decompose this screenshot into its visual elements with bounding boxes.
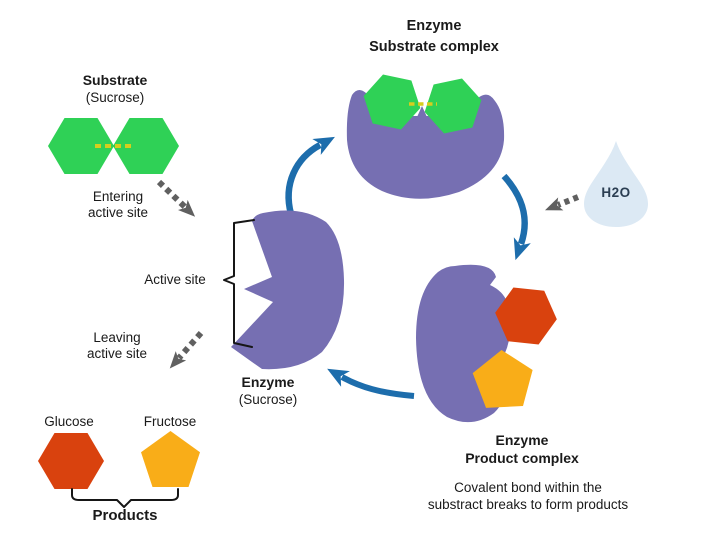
cycle-arrow-product-to-enzyme — [327, 368, 415, 399]
glucose-hexagon — [38, 433, 104, 489]
enzyme-product-complex-shape — [416, 264, 557, 423]
cycle-arrow-enzyme-to-complex — [285, 136, 335, 215]
entering-label-line2: active site — [87, 205, 149, 220]
leaving-arrow-icon — [169, 331, 204, 369]
product-fructose-pentagon — [472, 350, 533, 408]
enzyme-rim-wedge — [408, 106, 436, 137]
enzyme-substrate-complex-title-line1: Enzyme — [406, 18, 462, 34]
enzyme-product-complex-title-line2: Product complex — [465, 450, 579, 466]
substrate-hexagon-right — [113, 118, 179, 174]
product-glucose-hexagon — [495, 287, 557, 345]
enzyme-substrate-complex-shape — [346, 74, 505, 199]
complex-hexagon-left — [363, 74, 421, 130]
glucose-label: Glucose — [44, 414, 94, 429]
fructose-pentagon — [141, 431, 200, 487]
enzyme-shape — [231, 210, 345, 370]
product-note-line2: substract breaks to form products — [427, 497, 629, 512]
leaving-label-line1: Leaving — [93, 330, 141, 345]
enzyme-title: Enzyme — [241, 374, 295, 390]
cycle-arrow-complex-to-product — [501, 173, 531, 261]
products-label: Products — [92, 507, 158, 524]
water-droplet-icon — [584, 141, 648, 227]
enzyme-substrate-complex-title-line2: Substrate complex — [369, 39, 499, 55]
active-site-bracket — [223, 219, 255, 348]
products-bracket — [71, 488, 179, 508]
enzyme-product-complex-title-line1: Enzyme — [495, 432, 549, 448]
entering-arrow-icon — [156, 179, 196, 217]
active-site-label: Active site — [144, 272, 206, 287]
substrate-title: Substrate — [82, 72, 148, 88]
complex-hexagon-right — [424, 78, 482, 134]
entering-label-line1: Entering — [92, 189, 144, 204]
enzyme-subtitle: (Sucrose) — [238, 392, 298, 407]
water-arrow-icon — [545, 194, 580, 211]
substrate-sucrose-shape — [48, 118, 179, 174]
substrate-hexagon-left — [48, 118, 114, 174]
water-label: H2O — [601, 185, 631, 200]
fructose-label: Fructose — [143, 414, 197, 429]
leaving-label-line2: active site — [86, 346, 148, 361]
substrate-subtitle: (Sucrose) — [85, 90, 145, 105]
product-note-line1: Covalent bond within the — [454, 480, 602, 495]
